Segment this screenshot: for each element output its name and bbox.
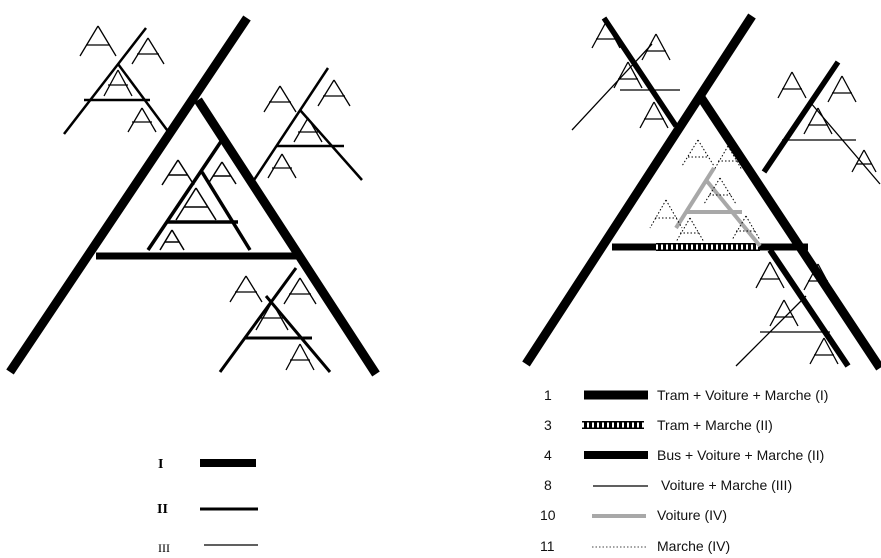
left-legend: I II III [157,457,258,555]
legend-number-10: 10 [540,507,556,523]
right-modal-diagram [522,13,881,371]
legend-text-4: Bus + Voiture + Marche (II) [657,447,824,463]
right-main-right-leg [696,93,881,371]
legend-label-i: I [158,457,163,472]
left-bottom-right-cluster [218,267,332,373]
legend-number-1: 1 [544,387,552,403]
left-main-left-leg [6,15,251,375]
right-tram-hatched-segment [656,243,760,251]
right-inner-dotted-network [649,139,761,243]
legend-symbol-hatched [582,421,644,429]
legend-number-3: 3 [544,417,552,433]
legend-number-11: 11 [540,538,555,554]
legend-label-ii: II [157,502,168,517]
right-top-left-cluster [571,21,680,131]
right-main-left-leg [522,13,756,367]
legend-number-4: 4 [544,447,552,463]
left-hierarchy-diagram [6,15,380,377]
right-inner-gray-network [674,166,762,248]
legend-number-8: 8 [544,477,552,493]
legend-text-3: Tram + Marche (II) [657,417,773,433]
left-inner-sub-network [146,139,252,251]
right-top-right-cluster [777,71,881,185]
legend-text-10: Voiture (IV) [657,507,727,523]
left-top-left-cluster [63,25,172,135]
left-right-cluster [252,67,363,181]
legend-text-1: Tram + Voiture + Marche (I) [657,387,828,403]
left-main-right-leg [194,97,380,377]
right-bottom-right-cluster [735,261,839,367]
legend-text-8: Voiture + Marche (III) [661,477,792,493]
legend-text-11: Marche (IV) [657,538,730,554]
right-legend: 1 Tram + Voiture + Marche (I) 3 Tram + M… [540,387,828,554]
legend-label-iii: III [158,541,170,555]
